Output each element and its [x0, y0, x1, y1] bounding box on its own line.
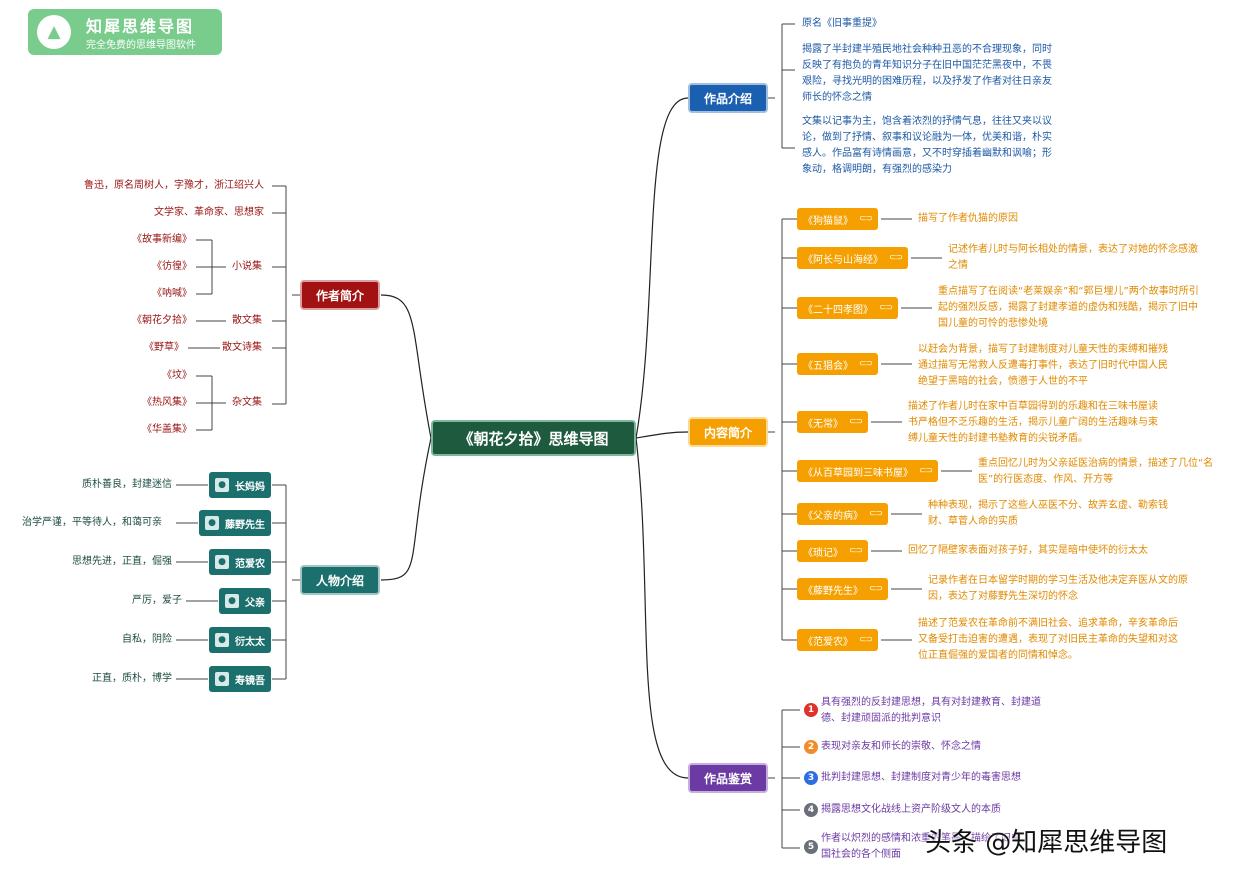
work-tag[interactable]: 《藤野先生》⊂⊃ [797, 578, 889, 600]
link-icon: ⊂⊃ [919, 466, 933, 476]
work-desc: 回忆了隔壁家表面对孩子好，其实是暗中使坏的衍太太 [908, 545, 1148, 556]
character-tag[interactable]: ●藤野先生 [199, 510, 271, 536]
author-topic[interactable]: 作者简介 [300, 280, 380, 310]
brand-name: 知犀思维导图 [86, 17, 195, 36]
link-icon: ⊂⊃ [859, 214, 873, 224]
work-tag[interactable]: 《五猖会》⊂⊃ [797, 353, 879, 375]
link-icon: ⊂⊃ [849, 417, 863, 427]
link-icon: ⊂⊃ [879, 303, 893, 313]
work-tag[interactable]: 《无常》⊂⊃ [797, 411, 869, 433]
work-tag[interactable]: 《范爱农》⊂⊃ [797, 629, 879, 651]
work-desc: 描写了作者仇猫的原因 [918, 213, 1018, 224]
link-icon: ⊂⊃ [889, 253, 903, 263]
link-center-characters [380, 437, 432, 581]
work-tag[interactable]: 《阿长与山海经》⊂⊃ [797, 247, 909, 269]
character-tag[interactable]: ●父亲 [219, 588, 271, 614]
work-desc: 记录作者在日本留学时期的学习生活及他决定弃医从文的原因，表达了对藤野先生深切的怀… [928, 575, 1188, 602]
character-desc: 自私，阴险 [122, 634, 172, 645]
work-desc: 种种表现，揭示了这些人巫医不分、故弄玄虚、勒索钱财、草菅人命的实质 [928, 500, 1168, 527]
character-tag[interactable]: ●寿镜吾 [209, 666, 271, 692]
appreciation-item: 批判封建思想、封建制度对青少年的毒害思想 [821, 772, 1021, 783]
person-icon: ● [225, 594, 239, 608]
intro-paragraph: 文集以记事为主，饱含着浓烈的抒情气息，往往又夹以议论，做到了抒情、叙事和议论融为… [802, 116, 1052, 175]
novels-label: 小说集 [232, 261, 262, 272]
essays-label: 杂文集 [232, 397, 262, 408]
link-center-intro [635, 97, 689, 439]
poems-item: 《野草》 [144, 342, 184, 353]
appreciation-item: 具有强烈的反封建思想，具有对封建教育、封建道德、封建顽固派的批判意识 [821, 697, 1041, 724]
link-icon: ⊂⊃ [869, 509, 883, 519]
poems-label: 散文诗集 [222, 342, 262, 353]
character-desc: 正直，质朴，博学 [92, 673, 172, 684]
appreciation-item: 表现对亲友和师长的崇敬、怀念之情 [821, 741, 981, 752]
character-desc: 治学严谨，平等待人，和蔼可亲 [22, 517, 162, 528]
intro-original-name: 原名《旧事重提》 [802, 18, 882, 29]
character-tag[interactable]: ●范爱农 [209, 549, 271, 575]
appreciation-topic[interactable]: 作品鉴赏 [688, 763, 768, 793]
character-desc: 严厉，爱子 [132, 595, 182, 606]
prose-item: 《朝花夕拾》 [132, 315, 192, 326]
person-icon: ● [205, 516, 219, 530]
character-tag[interactable]: ●长妈妈 [209, 472, 271, 498]
appreciation-item: 揭露思想文化战线上资产阶级文人的本质 [821, 804, 1001, 815]
appreciation-item: 作者以炽烈的感情和浓重的笔墨，描绘了旧中国社会的各个侧面 [821, 833, 1021, 860]
characters-topic[interactable]: 人物介绍 [300, 565, 380, 595]
character-tag[interactable]: ●衍太太 [209, 627, 271, 653]
number-badge: 2 [804, 740, 818, 754]
essay-item: 《华盖集》 [142, 424, 192, 435]
work-tag[interactable]: 《从百草园到三味书屋》⊂⊃ [797, 460, 939, 482]
person-icon: ● [215, 555, 229, 569]
novel-item: 《呐喊》 [152, 288, 192, 299]
link-icon: ⊂⊃ [849, 546, 863, 556]
link-center-author [380, 294, 432, 439]
essay-item: 《坟》 [162, 370, 192, 381]
person-icon: ● [215, 633, 229, 647]
number-badge: 5 [804, 840, 818, 854]
link-center-appreciation [635, 437, 689, 779]
center-topic[interactable]: 《朝花夕拾》思维导图 [431, 420, 636, 456]
prose-label: 散文集 [232, 315, 262, 326]
work-tag[interactable]: 《狗猫鼠》⊂⊃ [797, 208, 879, 230]
number-badge: 4 [804, 803, 818, 817]
work-desc: 以赶会为背景，描写了封建制度对儿童天性的束缚和摧残通过描写无常救人反遭毒打事件，… [918, 344, 1168, 387]
link-icon: ⊂⊃ [859, 635, 873, 645]
essay-item: 《热风集》 [142, 397, 192, 408]
work-desc: 重点回忆儿时为父亲延医治病的情景，描述了几位“名医”的行医态度、作风、开方等 [978, 458, 1214, 485]
work-desc: 重点描写了在阅读“老莱娱亲”和“郭巨埋儿”两个故事时所引起的强烈反感，揭露了封建… [938, 286, 1199, 329]
work-desc: 记述作者儿时与阿长相处的情景，表达了对她的怀念感激之情 [948, 244, 1198, 271]
work-desc: 描述了范爱农在革命前不满旧社会、追求革命，辛亥革命后又备受打击迫害的遭遇，表现了… [918, 618, 1178, 661]
content-topic[interactable]: 内容简介 [688, 417, 768, 447]
novel-item: 《故事新编》 [132, 234, 192, 245]
work-tag[interactable]: 《二十四孝图》⊂⊃ [797, 297, 899, 319]
novel-item: 《彷徨》 [152, 261, 192, 272]
author-name-text: 鲁迅，原名周树人，字豫才，浙江绍兴人 [84, 180, 264, 191]
number-badge: 1 [804, 703, 818, 717]
number-badge: 3 [804, 771, 818, 785]
link-icon: ⊂⊃ [869, 584, 883, 594]
work-desc: 描述了作者儿时在家中百草园得到的乐趣和在三味书屋读书严格但不乏乐趣的生活，揭示儿… [908, 401, 1158, 444]
link-center-content [635, 431, 689, 439]
character-desc: 质朴善良，封建迷信 [82, 479, 172, 490]
watermark: 头条 @知犀思维导图 [925, 828, 1168, 858]
work-tag[interactable]: 《父亲的病》⊂⊃ [797, 503, 889, 525]
author-role-text: 文学家、革命家、思想家 [154, 207, 264, 218]
brand-logo: ▲ 知犀思维导图 完全免费的思维导图软件 [28, 9, 222, 55]
character-desc: 思想先进，正直，倔强 [72, 556, 172, 567]
brand-tagline: 完全免费的思维导图软件 [86, 40, 196, 51]
work-tag[interactable]: 《琐记》⊂⊃ [797, 540, 869, 562]
link-icon: ⊂⊃ [859, 359, 873, 369]
intro-paragraph: 揭露了半封建半殖民地社会种种丑恶的不合理现象，同时反映了有抱负的青年知识分子在旧… [802, 44, 1052, 103]
rhino-icon: ▲ [37, 15, 71, 49]
person-icon: ● [215, 478, 229, 492]
intro-topic[interactable]: 作品介绍 [688, 83, 768, 113]
person-icon: ● [215, 672, 229, 686]
